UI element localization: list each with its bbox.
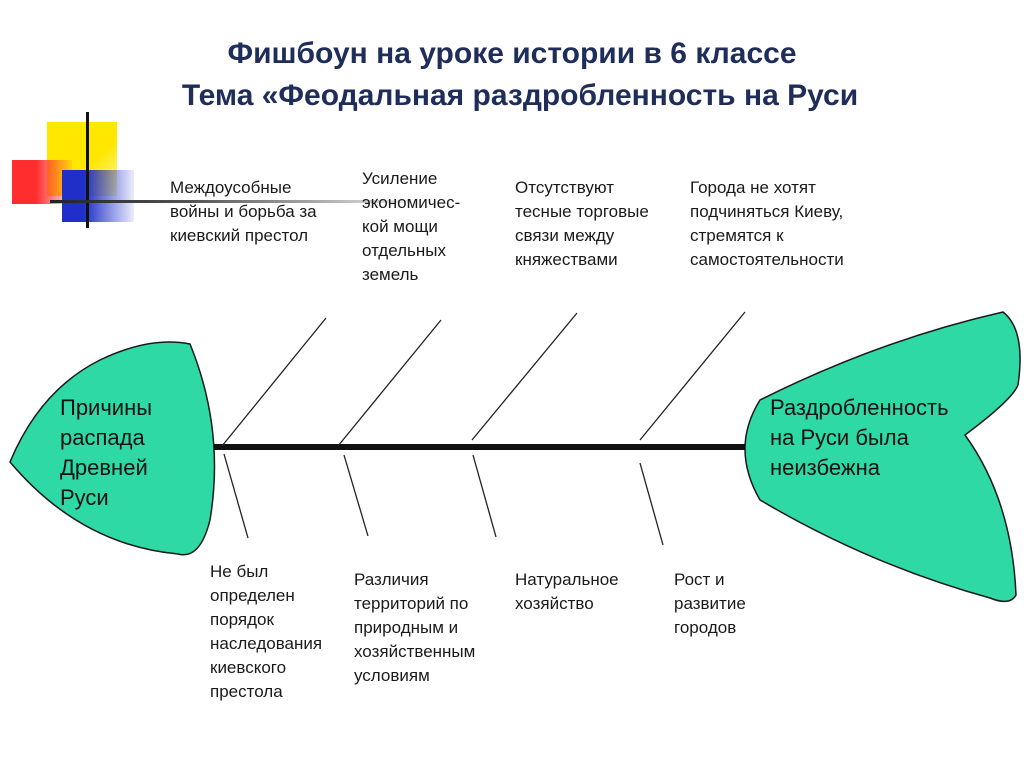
- fish-head-shape: [9, 341, 216, 556]
- upper-bone-3: [471, 312, 578, 441]
- upper-bone-label-3: Отсутствуют тесные торговые связи между …: [515, 178, 649, 269]
- lower-bone-1: [223, 453, 249, 539]
- slide-title-line-2: Тема «Феодальная раздробленность на Руси: [181, 79, 859, 112]
- lower-bone-3: [472, 454, 497, 538]
- lower-bone-label-3: Натуральное хозяйство: [515, 570, 619, 613]
- upper-bone-label-1: Междоусобные войны и борьба за киевский …: [170, 178, 317, 245]
- upper-bone-label-4: Города не хотят подчиняться Киеву, стрем…: [690, 178, 844, 269]
- upper-bone-1: [221, 317, 327, 447]
- fish-head-label: Причины распада Древней Руси: [60, 395, 153, 510]
- lower-bone-4: [639, 462, 664, 546]
- fish-tail-shape: [744, 311, 1021, 603]
- lower-bone-label-1: Не был определен порядок наследования ки…: [210, 562, 323, 701]
- upper-bone-label-2: Усиление экономичес- кой мощи отдельных …: [362, 169, 461, 284]
- lower-bone-label-4: Рост и развитие городов: [674, 570, 746, 637]
- deco-blue-square: [62, 170, 134, 222]
- lower-bone-2: [343, 454, 369, 537]
- slide-title-line-1: Фишбоун на уроке истории в 6 классе: [227, 37, 797, 70]
- upper-bone-2: [337, 319, 442, 447]
- deco-horizontal-line: [50, 200, 410, 203]
- lower-bone-label-2: Различия территорий по природным и хозяй…: [354, 570, 476, 685]
- fish-tail-label: Раздробленность на Руси была неизбежна: [770, 395, 949, 480]
- deco-vertical-line: [86, 112, 89, 228]
- upper-bone-4: [639, 311, 746, 441]
